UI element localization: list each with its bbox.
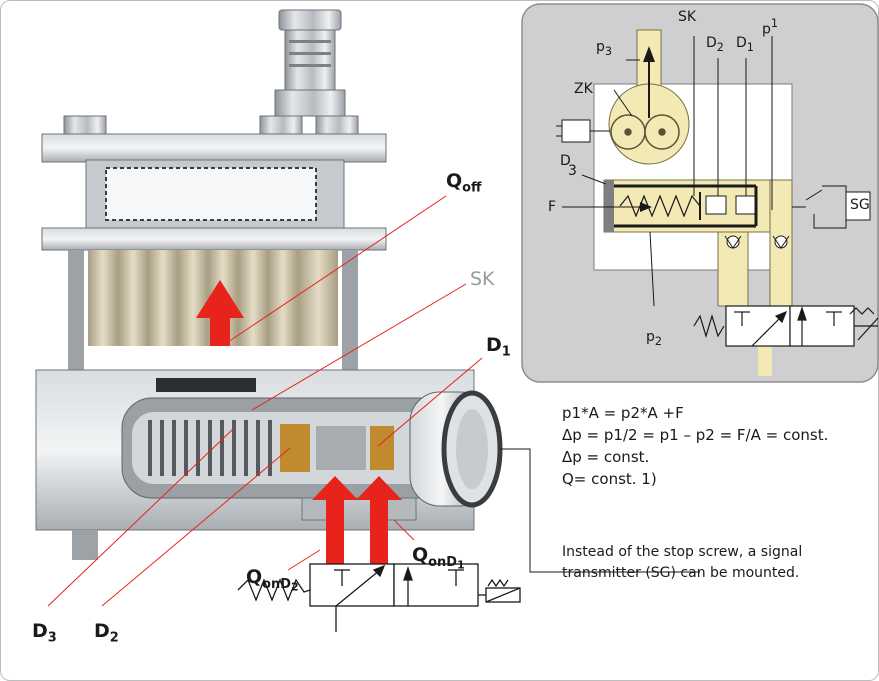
schematic-label-p3: p3 bbox=[596, 39, 613, 58]
q-on-d2-arrow bbox=[312, 476, 358, 558]
schematic-label-d3-b: 3 bbox=[568, 163, 577, 179]
gears-zk bbox=[610, 114, 680, 150]
formula-line: Δp = p1/2 = p1 – p2 = F/A = const. bbox=[562, 426, 829, 444]
label-d2: D2 bbox=[94, 620, 119, 646]
label-d1: D1 bbox=[486, 334, 511, 360]
note-line: transmitter (SG) can be mounted. bbox=[562, 565, 800, 581]
leader-lines-photo bbox=[47, 195, 483, 607]
schematic-label-d1: D1 bbox=[736, 35, 754, 54]
schematic-label-p2: p2 bbox=[646, 329, 663, 348]
label-q-off: Qoff bbox=[446, 170, 482, 196]
pump-illustration bbox=[35, 9, 503, 560]
valve-symbol-bottom bbox=[237, 563, 521, 632]
spring-coils bbox=[148, 420, 272, 476]
formula-block: p1*A = p2*A +F Δp = p1/2 = p1 – p2 = F/A… bbox=[562, 402, 828, 490]
label-q-on-d2: QonD2 bbox=[246, 566, 299, 594]
schematic-label-sg: SG bbox=[850, 197, 870, 213]
schematic-inset bbox=[521, 3, 879, 383]
note-line: Instead of the stop screw, a signal bbox=[562, 544, 803, 560]
q-off-arrow bbox=[196, 280, 244, 346]
flow-arrows bbox=[196, 280, 402, 566]
label-d3: D3 bbox=[32, 620, 57, 646]
schematic-label-d3-a: D bbox=[560, 153, 571, 169]
note-bracket bbox=[500, 448, 700, 573]
schematic-label-d2: D2 bbox=[706, 35, 724, 54]
schematic-label-sk: SK bbox=[678, 9, 697, 25]
schematic-label-p1: p1 bbox=[762, 17, 779, 38]
label-sk: SK bbox=[470, 268, 495, 290]
schematic-label-f: F bbox=[548, 199, 557, 215]
formula-line: Δp = const. bbox=[562, 448, 650, 466]
formula-line: Q= const. 1) bbox=[562, 470, 657, 488]
signal-transmitter-note: Instead of the stop screw, a signal tran… bbox=[562, 542, 802, 584]
formula-line: p1*A = p2*A +F bbox=[562, 404, 684, 422]
schematic-label-zk: ZK bbox=[574, 81, 593, 97]
q-on-d1-arrow bbox=[356, 476, 402, 558]
label-q-on-d1: QonD1 bbox=[412, 544, 465, 572]
